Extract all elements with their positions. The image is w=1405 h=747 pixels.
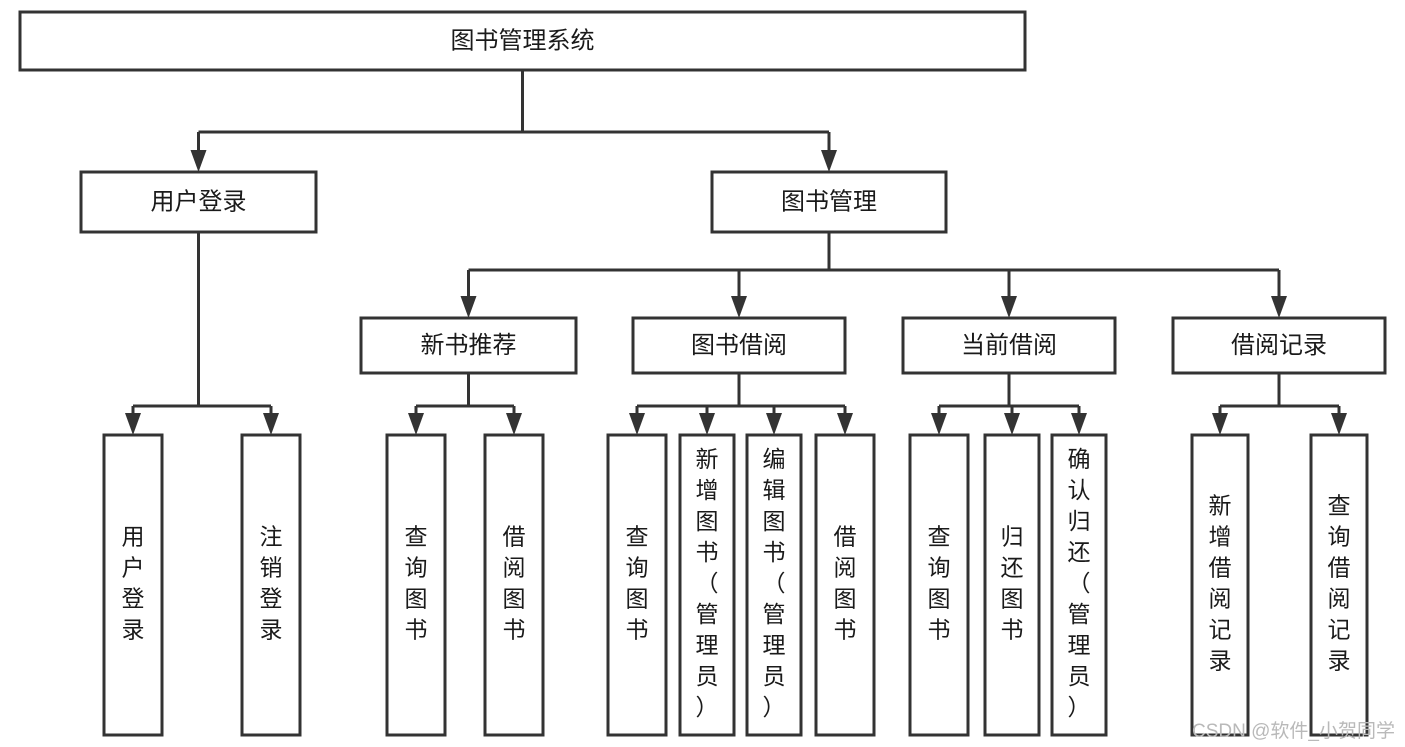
node-book-borrow[interactable]: 图书借阅 xyxy=(631,316,847,375)
connector-group xyxy=(408,373,522,435)
node-box[interactable] xyxy=(814,433,876,737)
node-label: 借阅图书 xyxy=(834,524,857,643)
node-leaf-borrow-book-rec[interactable]: 借阅图书 xyxy=(483,433,545,737)
node-leaf-query-book-c[interactable]: 查询图书 xyxy=(908,433,970,737)
node-label: 查询借阅记录 xyxy=(1328,493,1351,674)
node-label: 查询图书 xyxy=(928,524,951,643)
node-label: 查询图书 xyxy=(626,524,649,643)
node-box[interactable] xyxy=(102,433,164,737)
node-layer: 图书管理系统用户登录图书管理新书推荐图书借阅当前借阅借阅记录用户登录注销登录查询… xyxy=(18,10,1387,737)
node-label: 注销登录 xyxy=(260,524,283,643)
arrow-head-icon xyxy=(263,413,279,435)
node-current-borrow[interactable]: 当前借阅 xyxy=(901,316,1117,375)
node-label: 确认归还（管理员） xyxy=(1068,446,1091,720)
node-leaf-query-book-rec[interactable]: 查询图书 xyxy=(385,433,447,737)
connector-group xyxy=(460,232,1287,318)
node-box[interactable] xyxy=(710,170,948,234)
node-label: 用户登录 xyxy=(151,188,247,215)
arrow-head-icon xyxy=(699,413,715,435)
node-label: 图书借阅 xyxy=(691,332,787,359)
node-leaf-query-book-b[interactable]: 查询图书 xyxy=(606,433,668,737)
arrow-head-icon xyxy=(1004,413,1020,435)
node-user-login[interactable]: 用户登录 xyxy=(79,170,318,234)
arrow-head-icon xyxy=(731,296,747,318)
node-leaf-return-book[interactable]: 归还图书 xyxy=(983,433,1041,737)
node-label: 图书管理 xyxy=(781,188,877,215)
node-leaf-borrow-book-b[interactable]: 借阅图书 xyxy=(814,433,876,737)
node-label: 查询图书 xyxy=(405,524,428,643)
arrow-head-icon xyxy=(931,413,947,435)
arrow-head-icon xyxy=(190,150,207,172)
node-leaf-add-book[interactable]: 新增图书（管理员） xyxy=(678,433,736,737)
arrow-head-icon xyxy=(837,413,853,435)
node-box[interactable] xyxy=(983,433,1041,737)
connector-layer xyxy=(125,70,1347,435)
node-box[interactable] xyxy=(678,433,736,737)
node-leaf-add-record[interactable]: 新增借阅记录 xyxy=(1190,433,1250,737)
arrow-head-icon xyxy=(1001,296,1017,318)
arrow-head-icon xyxy=(125,413,141,435)
node-label: 新增图书（管理员） xyxy=(696,446,719,720)
arrow-head-icon xyxy=(1271,296,1287,318)
connector-group xyxy=(125,232,279,435)
node-label: 编辑图书（管理员） xyxy=(763,446,786,720)
node-box[interactable] xyxy=(606,433,668,737)
node-new-book-rec[interactable]: 新书推荐 xyxy=(359,316,578,375)
node-box[interactable] xyxy=(901,316,1117,375)
node-box[interactable] xyxy=(483,433,545,737)
connector-group xyxy=(629,373,853,435)
node-label: 借阅图书 xyxy=(503,524,526,643)
node-box[interactable] xyxy=(631,316,847,375)
node-label: 用户登录 xyxy=(122,524,145,643)
arrow-head-icon xyxy=(766,413,782,435)
node-label: 归还图书 xyxy=(1001,524,1024,643)
arrow-head-icon xyxy=(629,413,645,435)
node-box[interactable] xyxy=(359,316,578,375)
node-label: 当前借阅 xyxy=(961,332,1057,359)
node-borrow-record[interactable]: 借阅记录 xyxy=(1171,316,1387,375)
node-label: 新增借阅记录 xyxy=(1209,493,1232,674)
arrow-head-icon xyxy=(506,413,522,435)
connector-group xyxy=(931,373,1087,435)
node-box[interactable] xyxy=(1050,433,1108,737)
node-box[interactable] xyxy=(745,433,803,737)
node-box[interactable] xyxy=(908,433,970,737)
node-leaf-confirm-return[interactable]: 确认归还（管理员） xyxy=(1050,433,1108,737)
arrow-head-icon xyxy=(1212,413,1228,435)
connector-group xyxy=(190,70,837,172)
node-label: 借阅记录 xyxy=(1231,332,1327,359)
node-leaf-edit-book[interactable]: 编辑图书（管理员） xyxy=(745,433,803,737)
node-leaf-logout[interactable]: 注销登录 xyxy=(240,433,302,737)
node-leaf-user-login[interactable]: 用户登录 xyxy=(102,433,164,737)
node-box[interactable] xyxy=(1171,316,1387,375)
arrow-head-icon xyxy=(408,413,424,435)
node-box[interactable] xyxy=(1190,433,1250,737)
node-box[interactable] xyxy=(240,433,302,737)
node-label: 图书管理系统 xyxy=(451,27,595,54)
node-box[interactable] xyxy=(1309,433,1369,737)
arrow-head-icon xyxy=(1331,413,1347,435)
arrow-head-icon xyxy=(460,296,477,318)
node-leaf-query-record[interactable]: 查询借阅记录 xyxy=(1309,433,1369,737)
node-label: 新书推荐 xyxy=(421,332,517,359)
arrow-head-icon xyxy=(1071,413,1087,435)
node-box[interactable] xyxy=(79,170,318,234)
node-book-manage[interactable]: 图书管理 xyxy=(710,170,948,234)
node-box[interactable] xyxy=(385,433,447,737)
arrow-head-icon xyxy=(821,150,837,172)
node-box[interactable] xyxy=(18,10,1027,72)
node-root[interactable]: 图书管理系统 xyxy=(18,10,1027,72)
connector-group xyxy=(1212,373,1347,435)
